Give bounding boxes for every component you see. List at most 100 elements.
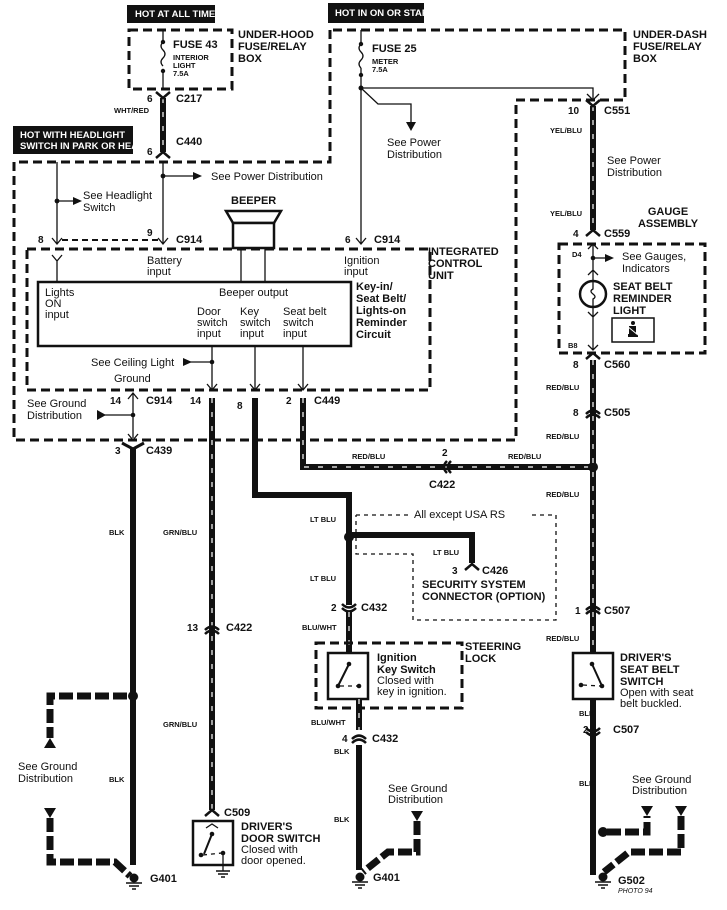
wire-color-lt-blu-3: LT BLU xyxy=(310,574,336,583)
wire-color-red-blu-5: RED/BLU xyxy=(546,490,579,499)
svg-text:input: input xyxy=(240,328,264,340)
wire-color-blk-1: BLK xyxy=(109,528,125,537)
junction-dot xyxy=(598,827,608,837)
svg-text:UNIT: UNIT xyxy=(428,270,454,282)
pin-c914-8: 8 xyxy=(38,235,44,246)
drivers-door-switch xyxy=(191,819,235,878)
pin-c449-8: 8 xyxy=(237,401,243,412)
c439-connector-symbol xyxy=(121,441,145,451)
reminder-circuit-box xyxy=(36,280,353,348)
wire-color-red-blu-2: RED/BLU xyxy=(508,452,541,461)
c422-13-connector-symbol xyxy=(204,625,220,635)
svg-text:BEEPER: BEEPER xyxy=(231,195,276,207)
svg-text:input: input xyxy=(45,309,69,321)
svg-text:Key Switch: Key Switch xyxy=(377,664,436,676)
connector-c559: C559 xyxy=(604,228,630,240)
svg-text:REMINDER: REMINDER xyxy=(613,293,672,305)
svg-text:switch: switch xyxy=(283,317,314,329)
c507-2-connector-symbol xyxy=(585,727,601,737)
see-ceiling-light: See Ceiling Light xyxy=(91,357,174,369)
c914-arrows xyxy=(51,237,367,246)
connector-c426: C426 xyxy=(482,565,508,577)
svg-text:FUSE/RELAY: FUSE/RELAY xyxy=(238,41,307,53)
ignition-key-switch-label: Ignition Key Switch Closed with key in i… xyxy=(377,652,447,698)
junction-dot xyxy=(128,691,138,701)
pin-c432-2: 2 xyxy=(331,603,337,614)
wire-color-blk-4: BLK xyxy=(334,815,350,824)
wire-wht-red xyxy=(155,91,171,159)
svg-text:G502: G502 xyxy=(618,875,645,887)
connector-c422-seatbelt: C422 xyxy=(429,479,455,491)
pin-c914-14: 14 xyxy=(110,396,122,407)
svg-text:input: input xyxy=(147,266,171,278)
wire-lt-blu-to-c426 xyxy=(349,532,475,563)
svg-text:Ignition: Ignition xyxy=(344,255,379,267)
wire-color-red-blu-6: RED/BLU xyxy=(546,634,579,643)
svg-text:Key-in/: Key-in/ xyxy=(356,281,393,293)
svg-text:Key: Key xyxy=(240,306,259,318)
see-ground-distribution-4: See Ground Distribution xyxy=(632,774,691,797)
steering-lock-label: STEERING LOCK xyxy=(465,641,521,665)
arrow-right-icon xyxy=(605,254,614,262)
svg-text:DRIVER'S: DRIVER'S xyxy=(241,821,293,833)
beeper-output-label: Beeper output xyxy=(219,287,288,299)
pin-c432-4: 4 xyxy=(342,734,348,745)
ignition-key-switch xyxy=(326,651,370,701)
svg-text:Circuit: Circuit xyxy=(356,329,391,341)
svg-text:Distribution: Distribution xyxy=(27,410,82,422)
icu-label: INTEGRATED CONTROL UNIT xyxy=(428,246,499,282)
wire-color-yel-blu-1: YEL/BLU xyxy=(550,126,582,135)
seat-belt-reminder-light-label: SEAT BELT REMINDER LIGHT xyxy=(613,281,673,317)
svg-text:INTERIOR: INTERIOR xyxy=(173,53,209,62)
svg-text:Distribution: Distribution xyxy=(607,167,662,179)
fuse-25: FUSE 25 METER 7.5A xyxy=(358,30,417,243)
drivers-door-switch-label: DRIVER'S DOOR SWITCH Closed with door op… xyxy=(241,821,320,867)
svg-text:switch: switch xyxy=(197,317,228,329)
drivers-seat-belt-switch-label: DRIVER'S SEAT BELT SWITCH Open with seat… xyxy=(620,652,693,710)
svg-text:METER: METER xyxy=(372,57,399,66)
wire-color-grn-blu-2: GRN/BLU xyxy=(163,720,197,729)
seat-belt-icon xyxy=(611,317,655,343)
connector-c432-top: C432 xyxy=(361,602,387,614)
svg-text:GAUGE: GAUGE xyxy=(648,206,688,218)
svg-text:STEERING: STEERING xyxy=(465,641,521,653)
svg-text:LIGHT: LIGHT xyxy=(613,305,646,317)
ground-dist-arrow-up-icon xyxy=(44,738,56,748)
gauge-return xyxy=(587,307,599,351)
connector-c914-top: C914 xyxy=(176,234,203,246)
lights-on-feed xyxy=(51,254,63,282)
connector-c440: C440 xyxy=(176,136,202,148)
svg-text:See Ground: See Ground xyxy=(18,761,77,773)
wire-color-blk-5: BLK xyxy=(579,709,595,718)
pin-c426: 3 xyxy=(452,566,458,577)
pin-c422-13: 13 xyxy=(187,623,199,634)
svg-text:ASSEMBLY: ASSEMBLY xyxy=(638,218,699,230)
svg-text:input: input xyxy=(344,266,368,278)
ground-dist-arrow-down-icon xyxy=(44,808,56,818)
svg-text:G401: G401 xyxy=(373,872,400,884)
hot-in-on-or-start-tag: HOT IN ON OR START xyxy=(328,3,435,23)
ground-g401-center: G401 xyxy=(352,872,400,889)
svg-text:Closed with: Closed with xyxy=(241,844,298,856)
svg-text:Ignition: Ignition xyxy=(377,652,417,664)
svg-text:SECURITY SYSTEM: SECURITY SYSTEM xyxy=(422,579,526,591)
svg-text:UNDER-DASH: UNDER-DASH xyxy=(633,29,707,41)
svg-text:G401: G401 xyxy=(150,873,177,885)
svg-text:SEAT BELT: SEAT BELT xyxy=(620,664,680,676)
svg-text:See Gauges,: See Gauges, xyxy=(622,251,686,263)
wire-color-blk-2: BLK xyxy=(109,775,125,784)
see-power-distribution-3: See Power Distribution xyxy=(607,155,662,179)
svg-text:door opened.: door opened. xyxy=(241,855,306,867)
pin-c505: 8 xyxy=(573,408,579,419)
svg-text:HOT WITH HEADLIGHT: HOT WITH HEADLIGHT xyxy=(20,130,125,141)
svg-text:Battery: Battery xyxy=(147,255,182,267)
svg-text:belt buckled.: belt buckled. xyxy=(620,698,682,710)
svg-text:Closed with: Closed with xyxy=(377,675,434,687)
all-except-usa-rs-note: All except USA RS xyxy=(414,509,505,521)
seatbelt-switch-input-label: Seat belt switch input xyxy=(283,306,326,340)
svg-text:See Headlight: See Headlight xyxy=(83,190,152,202)
arrow-left-icon xyxy=(183,358,192,366)
svg-text:Distribution: Distribution xyxy=(387,149,442,161)
ground-dist-wire xyxy=(46,692,127,738)
pin-c559: 4 xyxy=(573,229,579,240)
